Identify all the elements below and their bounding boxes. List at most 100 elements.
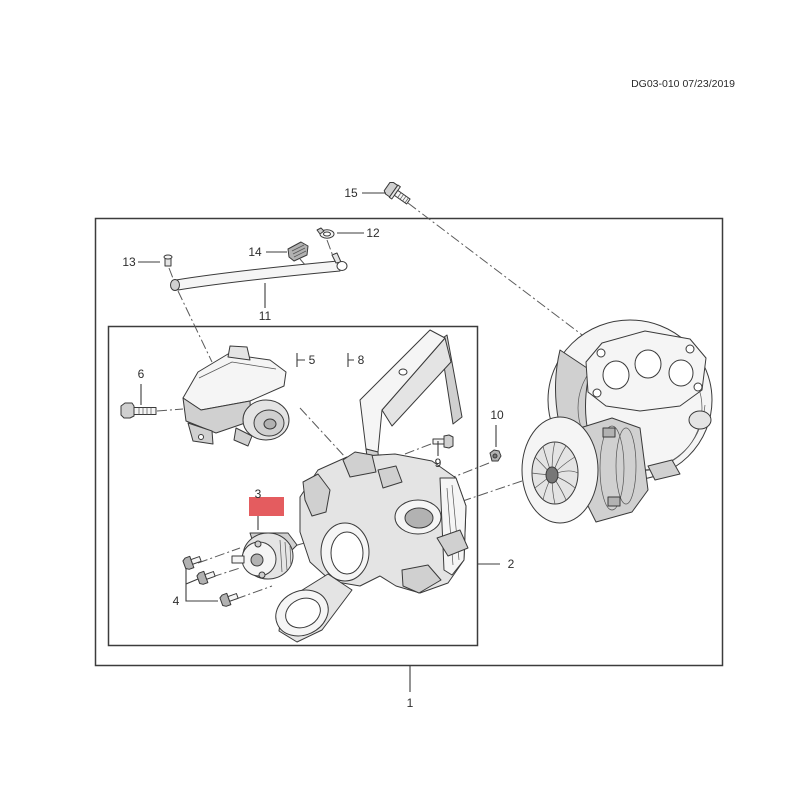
- housing-2-outlet-bore: [285, 597, 321, 629]
- housing-2-boss-right: [377, 465, 403, 489]
- part-3-stud-top: [254, 540, 262, 548]
- callout-13[interactable]: 13: [122, 255, 136, 269]
- housing-2-lower-foot: [401, 564, 442, 594]
- center-section-drawing: [521, 416, 649, 524]
- dashed-line-bolt-15: [407, 202, 599, 348]
- dashed-line-bolt-4a: [197, 547, 241, 564]
- dashed-line-center-section: [447, 480, 523, 507]
- bolt-15-shank: [393, 189, 411, 205]
- callout-3[interactable]: 3: [255, 487, 262, 501]
- clip-14-ribs: [291, 244, 307, 258]
- turbine-housing-outlet-boss: [688, 410, 712, 430]
- turbine-housing-foot: [647, 459, 681, 481]
- clip-12-hole: [323, 231, 331, 237]
- nut-10-drawing: [489, 449, 502, 462]
- compressor-wheel-nut: [545, 466, 559, 484]
- bolt-9-head: [443, 434, 454, 449]
- callout-6[interactable]: 6: [138, 367, 145, 381]
- part-3-drawing: [231, 532, 298, 580]
- callout-15[interactable]: 15: [344, 186, 358, 200]
- center-section-oil-port-top: [602, 427, 616, 438]
- bolt-6-threads: [138, 407, 152, 415]
- leader-line-5: [296, 353, 305, 367]
- callout-3-highlight[interactable]: [249, 497, 284, 516]
- bracket-8-hole: [398, 368, 408, 376]
- bolt-15-drawing: [383, 181, 411, 205]
- bolt-4a: [182, 555, 202, 570]
- callout-5[interactable]: 5: [309, 353, 316, 367]
- bolt-4a-shank: [190, 556, 202, 565]
- actuator-5-motor-center: [263, 418, 277, 430]
- center-section-ring-2: [615, 427, 637, 505]
- callout-4[interactable]: 4: [173, 594, 180, 608]
- actuator-5-connector: [227, 345, 251, 361]
- dashed-line-bolt-4c: [235, 585, 273, 600]
- turbine-housing-bolt-hole: [685, 344, 695, 354]
- dashed-line-clip-12: [326, 239, 335, 260]
- housing-2-drawing: [275, 451, 469, 643]
- clip-12-tab: [316, 227, 325, 235]
- bolt-4c-head: [219, 592, 232, 607]
- clip-12-drawing: [316, 227, 335, 239]
- actuator-5-top-edge: [198, 361, 277, 379]
- compressor-wheel-blades: [531, 441, 579, 505]
- part-3-ribs: [279, 539, 292, 573]
- link-rod-11-right-eye: [336, 261, 348, 271]
- bolt-6-drawing: [120, 402, 157, 419]
- callout-9[interactable]: 9: [435, 456, 442, 470]
- dashed-line-bolt-4b: [211, 567, 241, 578]
- center-section-ring-1: [599, 425, 625, 511]
- center-section-oil-port-bottom: [607, 496, 621, 507]
- callouts: 1 2 3 4 5 6 8 9 10 11 12 13 14 15: [122, 186, 514, 710]
- actuator-5-mount-foot: [187, 422, 214, 445]
- actuator-5-drawing: [182, 345, 290, 447]
- doc-id-label: DG03-010 07/23/2019: [631, 78, 735, 90]
- callout-11[interactable]: 11: [259, 309, 272, 323]
- bolt-4b-head: [196, 570, 209, 585]
- turbine-housing-bolt-hole: [596, 348, 606, 358]
- housing-2-mount-ear: [436, 529, 469, 557]
- housing-2-inlet-bore: [330, 531, 364, 575]
- nut-10-bore: [492, 453, 498, 459]
- bolt-4b: [196, 570, 216, 585]
- dashed-line-rod-to-actuator: [177, 290, 213, 363]
- part-3-stud-bottom: [258, 571, 266, 579]
- bolt-9-drawing: [432, 434, 454, 449]
- part-3-center: [250, 553, 264, 567]
- clip-14-drawing: [287, 241, 309, 262]
- part-3-shaft: [231, 555, 245, 564]
- dashed-line-bolt-6: [156, 408, 184, 412]
- leader-line-8: [347, 353, 354, 367]
- bolts-4-drawing: [182, 555, 239, 607]
- inner-subassembly-frame: [107, 325, 479, 647]
- pin-13-head: [163, 254, 173, 260]
- bolt-4c-shank: [227, 593, 239, 602]
- callout-10[interactable]: 10: [490, 408, 504, 422]
- turbine-housing-port-center: [634, 349, 662, 379]
- callout-14[interactable]: 14: [248, 245, 262, 259]
- bolt-6-shank: [133, 407, 157, 415]
- bolt-4b-shank: [204, 571, 216, 580]
- callout-1[interactable]: 1: [407, 696, 414, 710]
- bolt-15-threads: [397, 192, 409, 203]
- dashed-line-bolt-9: [404, 443, 432, 455]
- leader-lines: [138, 192, 500, 692]
- bolt-4c: [219, 592, 239, 607]
- dashed-line-actuator-to-housing: [299, 407, 347, 459]
- turbine-housing-port-left: [602, 360, 630, 390]
- callout-12[interactable]: 12: [366, 226, 380, 240]
- link-rod-11-left-end: [170, 279, 180, 291]
- link-rod-11-drawing: [170, 252, 348, 291]
- housing-2-flange-bore: [404, 507, 434, 529]
- housing-2-wastegate-arm: [302, 473, 331, 517]
- callout-2[interactable]: 2: [508, 557, 515, 571]
- dashed-line-pin-13: [168, 267, 175, 282]
- pin-13-drawing: [163, 254, 173, 267]
- outer-assembly-frame: [94, 217, 724, 667]
- housing-2-boss-left: [342, 451, 377, 478]
- callout-8[interactable]: 8: [358, 353, 365, 367]
- actuator-5-mount-hole: [198, 434, 204, 440]
- turbine-housing-bolt-hole: [693, 382, 703, 392]
- link-rod-11-bar: [175, 260, 341, 291]
